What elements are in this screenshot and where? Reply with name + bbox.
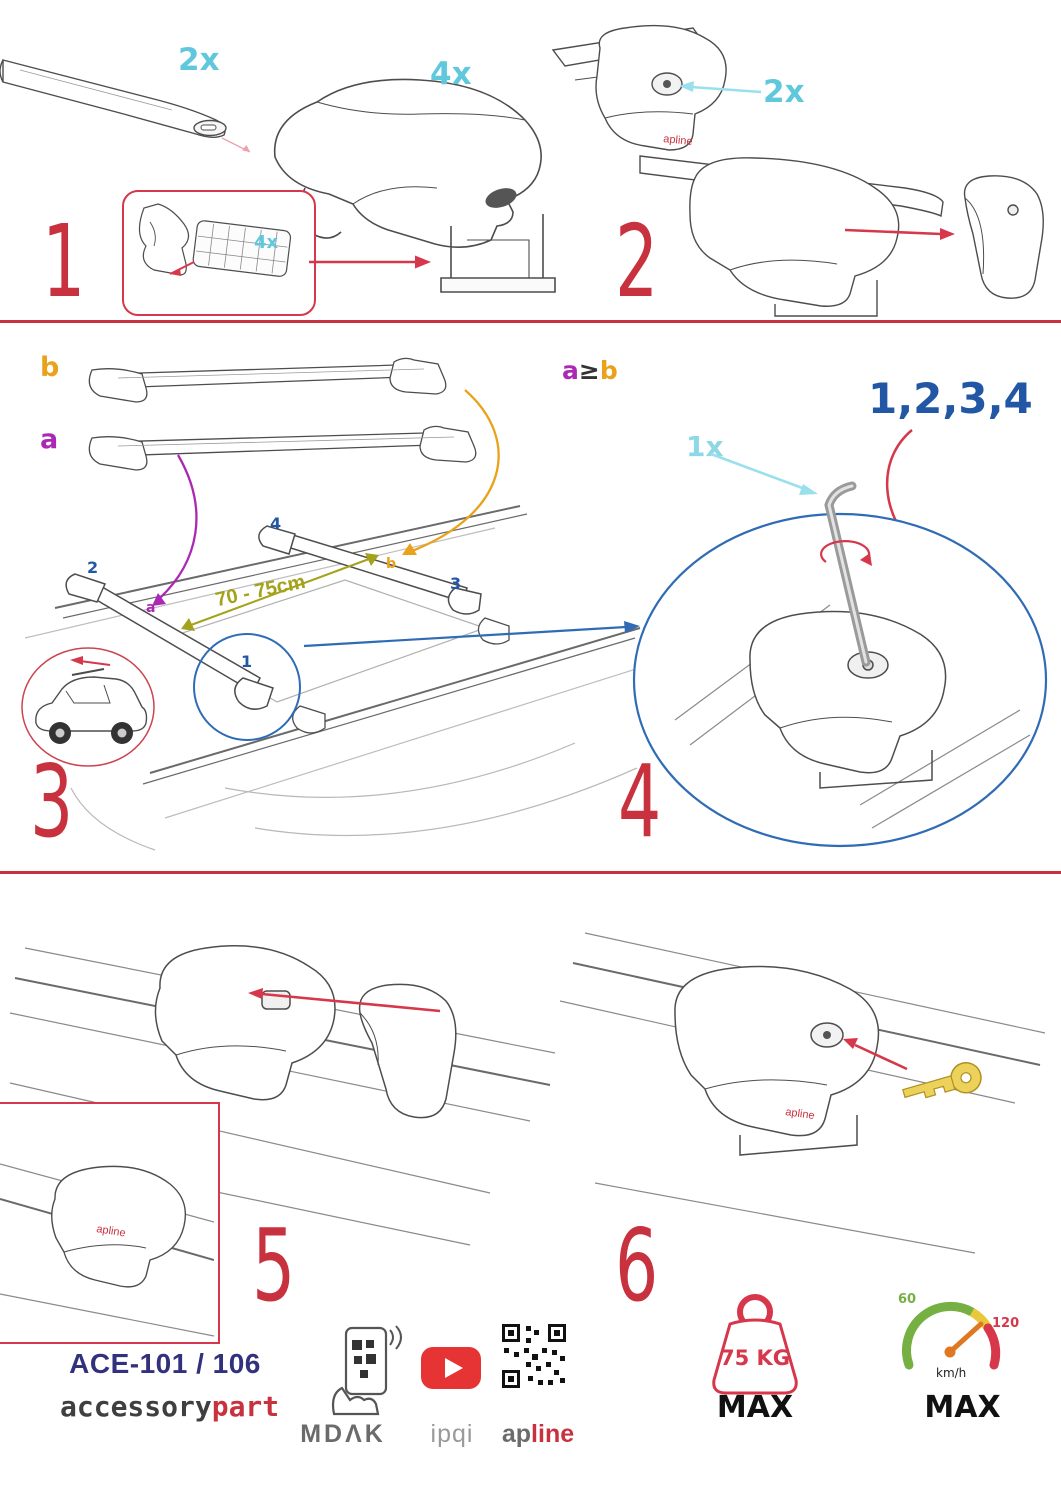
- brand-accessory: accessory: [60, 1390, 212, 1423]
- rule-a: a: [562, 356, 579, 385]
- step-6-number: 6: [615, 1207, 659, 1324]
- rubber-pad-illustration: [138, 203, 292, 277]
- detail-link-arrow: [303, 621, 640, 648]
- roof-pos-4: 4: [270, 514, 282, 533]
- torque-detail-illustration: [632, 512, 1048, 848]
- max-weight-icon: [712, 1294, 798, 1395]
- step-2-number: 2: [615, 203, 659, 320]
- speed-unit-label: km/h: [936, 1366, 967, 1380]
- cover-mount-illustration: [9, 945, 556, 1246]
- apline-ap: ap: [501, 1420, 532, 1448]
- section-divider-1: [0, 320, 1061, 323]
- bar-b-illustration: [88, 357, 447, 403]
- allen-key-pointer-arrow: [710, 452, 818, 495]
- detail-circle: [193, 633, 301, 741]
- crossbar-illustration: [0, 59, 251, 153]
- roof-pos-3: 3: [450, 574, 462, 593]
- step-5-number: 5: [252, 1207, 296, 1324]
- bar-b-placement-arrow: [402, 389, 500, 555]
- partner-mdak-label: MDΛK: [300, 1420, 386, 1448]
- step-2-illustration: apline: [551, 24, 1044, 317]
- bar-a-label: a: [40, 424, 59, 455]
- bar-length-rule: a≥b: [562, 356, 618, 385]
- step-1-number: 1: [42, 203, 86, 320]
- crossbar-qty-label: 2x: [178, 42, 220, 78]
- key-icon: [902, 1062, 982, 1099]
- speed-high-label: 120: [992, 1316, 1020, 1331]
- scan-phone-icon: [331, 1325, 402, 1416]
- mounted-cover-illustration: apline: [0, 1163, 215, 1337]
- car-roof-illustration: [24, 505, 656, 851]
- tighten-sequence-label: 1,2,3,4: [868, 374, 1033, 423]
- brand-apline-label: apline: [488, 1420, 588, 1449]
- rule-b: b: [599, 356, 618, 385]
- roof-pos-1: 1: [241, 652, 253, 671]
- rule-operator: ≥: [578, 356, 600, 385]
- foot-qty-label: 4x: [430, 56, 472, 92]
- brand-wordmark: accessorypart: [60, 1390, 279, 1423]
- pad-qty-label: 4x: [254, 232, 279, 253]
- pad-to-foot-arrow: [309, 255, 431, 269]
- partner-ipqi-label: ipqi: [430, 1420, 474, 1448]
- qr-code-icon: [502, 1324, 566, 1388]
- car-inset-illustration: [21, 647, 155, 767]
- youtube-icon: [421, 1347, 481, 1389]
- section-divider-2: [0, 871, 1061, 874]
- max-speed-label: MAX: [924, 1390, 1001, 1425]
- foot-logo-text: apline: [663, 133, 693, 148]
- product-model: ACE-101 / 106: [69, 1348, 261, 1379]
- lock-key-illustration: apline: [559, 932, 1046, 1254]
- apline-line: line: [531, 1420, 575, 1448]
- bar-b-label: b: [40, 352, 60, 383]
- foot-logo-text: apline: [96, 1223, 127, 1239]
- step-3-number: 3: [30, 743, 74, 860]
- foot-logo-text: apline: [785, 1106, 816, 1122]
- brand-part: part: [211, 1390, 280, 1423]
- roof-pos-2: 2: [87, 558, 99, 577]
- tip-a-label: a: [146, 600, 156, 616]
- tip-b-label: b: [386, 556, 397, 572]
- bar-a-placement-arrow: [152, 454, 198, 606]
- max-weight-value: 75 KG: [719, 1346, 791, 1370]
- allen-key-illustration: [824, 481, 871, 667]
- speed-min-label: 60: [898, 1292, 917, 1307]
- mounted-cover-inset: apline: [0, 1102, 220, 1344]
- span-dimension-arrow: [181, 553, 379, 631]
- lock-qty-label: 2x: [763, 74, 805, 110]
- speedometer-icon: [902, 1301, 1001, 1370]
- torque-rotation-arrow: [820, 540, 872, 566]
- rubber-pad-inset: [122, 190, 316, 316]
- step-4-number: 4: [618, 743, 662, 860]
- foot-clamp-illustration: [273, 78, 556, 293]
- bar-a-illustration: [88, 425, 477, 471]
- max-weight-label: MAX: [716, 1390, 794, 1425]
